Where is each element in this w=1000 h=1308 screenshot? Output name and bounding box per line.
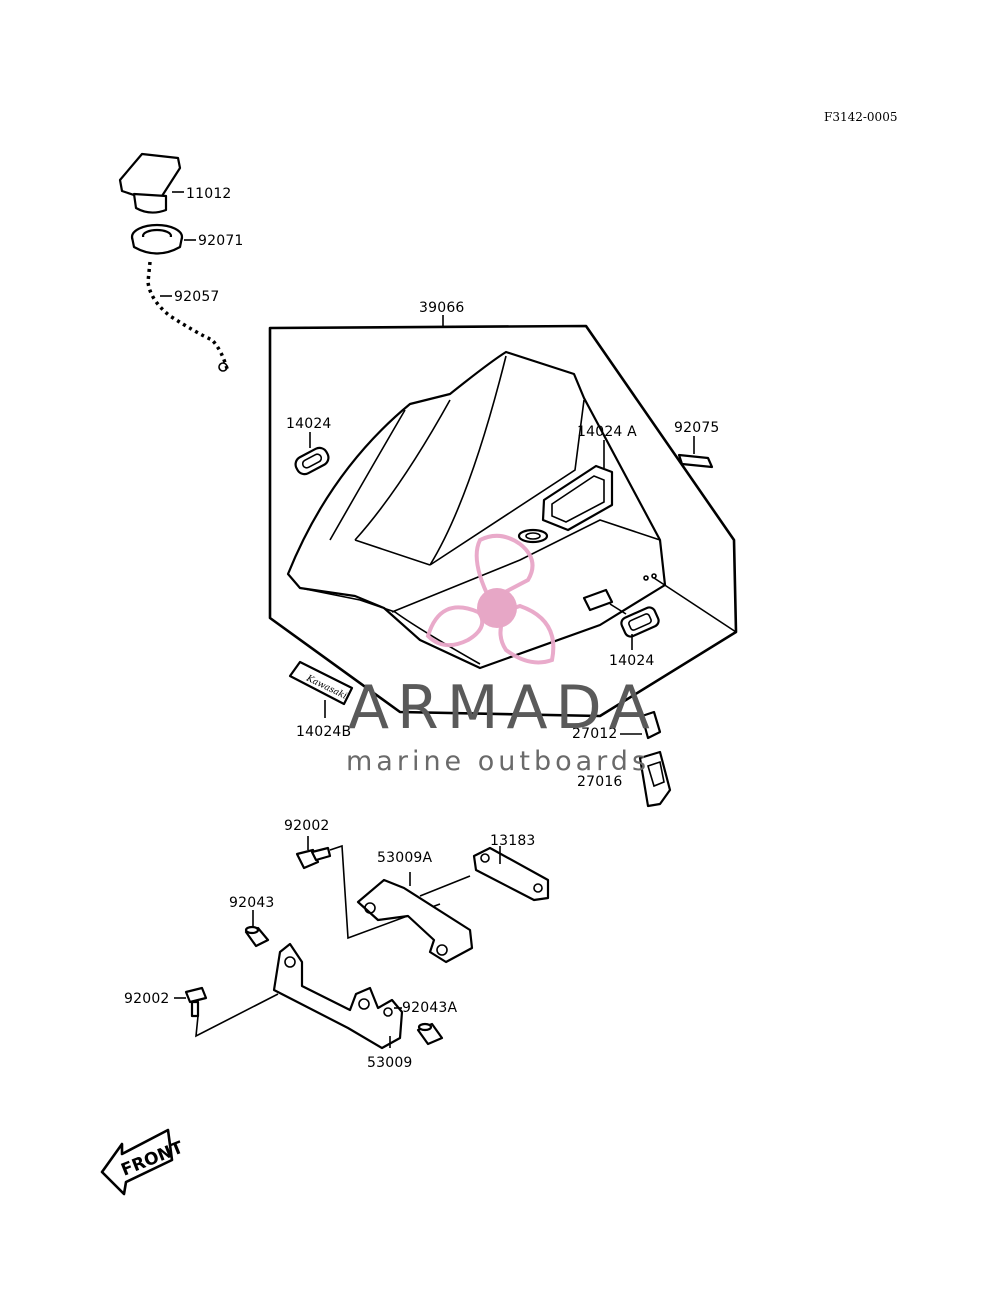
label-39066: 39066	[419, 300, 465, 316]
hood-opening	[517, 528, 549, 544]
fuel-cap-part	[118, 152, 184, 214]
vent-duct-part	[541, 440, 614, 532]
label-13183: 13183	[490, 833, 536, 849]
label-92043: 92043	[229, 895, 275, 911]
link-plate-part	[472, 846, 550, 902]
front-arrow-label: FRONT	[118, 1138, 186, 1181]
label-92075: 92075	[674, 420, 720, 436]
label-92002-top: 92002	[284, 818, 330, 834]
grommet-left-part	[294, 432, 330, 476]
bolt-bottom-part	[174, 986, 279, 1038]
pad-part	[677, 436, 714, 469]
bolt-top-part	[295, 836, 441, 940]
gasket-ring-part	[130, 223, 196, 255]
label-27016: 27016	[577, 774, 623, 790]
label-92043A: 92043A	[402, 1000, 458, 1016]
label-14024B: 14024B	[296, 724, 351, 740]
watermark-brand: ARMADA	[348, 673, 658, 743]
lower-bracket-part	[272, 942, 404, 1050]
label-14024-left: 14024	[286, 416, 332, 432]
armada-logo-icon	[425, 533, 556, 665]
hood-opening-inner	[525, 532, 541, 540]
diagram-reference-code: F3142-0005	[824, 110, 897, 124]
label-53009: 53009	[367, 1055, 413, 1071]
bushing-a-part	[394, 1007, 444, 1046]
latch-mount-holes	[582, 573, 737, 633]
label-27012: 27012	[572, 726, 618, 742]
hood-assembly-frame	[268, 315, 738, 718]
label-92002-bottom: 92002	[124, 991, 170, 1007]
label-14024-right: 14024	[609, 653, 655, 669]
watermark-tagline: marine outboards	[346, 746, 650, 777]
grommet-right-part	[620, 606, 660, 650]
front-direction-arrow-icon: FRONT	[100, 1128, 186, 1196]
label-92057: 92057	[174, 289, 220, 305]
label-11012: 11012	[186, 186, 232, 202]
label-53009A: 53009A	[377, 850, 433, 866]
retaining-chain-part	[146, 261, 230, 373]
engine-hood-part	[286, 350, 667, 670]
label-14024A: 14024 A	[577, 424, 637, 440]
upper-bracket-part	[356, 872, 474, 964]
label-92071: 92071	[198, 233, 244, 249]
latch-base-part	[620, 710, 662, 740]
bushing-part	[244, 910, 270, 948]
latch-clip-part	[638, 750, 672, 808]
